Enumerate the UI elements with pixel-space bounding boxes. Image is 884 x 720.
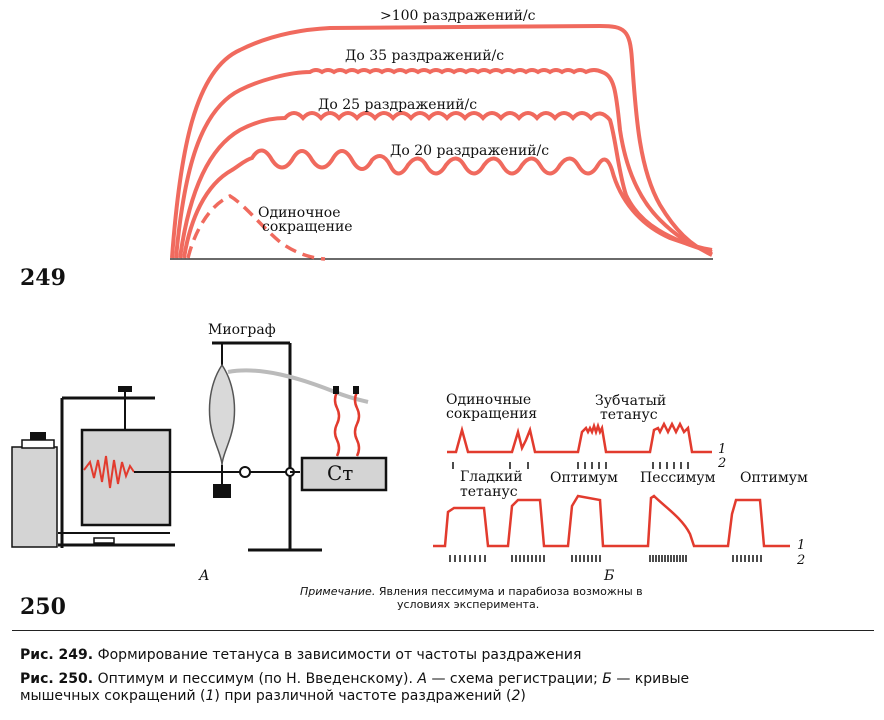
label-pessimum: Пессимум [640, 470, 716, 486]
curve-25hz [178, 111, 713, 259]
label-smooth-tetanus-1: Гладкий [460, 469, 523, 485]
label-35hz: До 35 раздражений/с [345, 48, 505, 64]
caption-250-number: Рис. 250. [20, 671, 94, 687]
kymograph-trace [83, 455, 135, 489]
caption-249-number: Рис. 249. [20, 647, 94, 663]
curve-single-twitch [186, 194, 326, 261]
label-25hz: До 25 раздражений/с [318, 97, 478, 113]
caption-250-line2b: ) при различной частоте раздражений ( [214, 688, 512, 704]
caption-249-text: Формирование тетануса в зависимости от ч… [97, 647, 582, 663]
caption-divider [12, 630, 874, 631]
electrode-clip-2 [353, 386, 359, 394]
electrode-wire-1 [333, 391, 341, 457]
stimuli-bottom [449, 555, 762, 562]
label-serrated-tetanus-2: тетанус [600, 407, 658, 423]
stimulator-label: Ст [327, 461, 354, 485]
myograph-label: Миограф [208, 322, 276, 338]
caption-250-a: А [417, 671, 427, 687]
trace-number-1-top: 1 [718, 442, 727, 457]
caption-250-text-2: — схема регистрации; [431, 671, 598, 687]
label-smooth-tetanus-2: тетанус [460, 484, 518, 500]
label-single-twitch-2: сокращение [262, 219, 353, 235]
panel-b-label: Б [604, 568, 615, 584]
trace-top [447, 421, 712, 454]
note-line-2: условиях эксперимента. [397, 598, 540, 611]
label-serrated-tetanus-1: Зубчатый [595, 393, 667, 409]
note-line-1: Примечание. Явления пессимума и парабиоз… [300, 585, 643, 598]
drum-motor-box [11, 446, 58, 548]
drum-knob [30, 432, 46, 442]
label-single-contractions-1: Одиночные [446, 392, 532, 408]
caption-250-b: Б [602, 671, 612, 687]
caption-250-i2: 2 [511, 688, 521, 704]
trace-number-2-top: 2 [718, 456, 727, 471]
electrode-wire-2 [353, 391, 361, 457]
curve-35hz [174, 68, 713, 259]
caption-250-i1: 1 [205, 688, 215, 704]
base-clamp [93, 537, 115, 544]
stimulator-box [300, 456, 388, 492]
trace-bottom [433, 494, 790, 548]
caption-250-text-1: Оптимум и пессимум (по Н. Введенскому). [97, 671, 413, 687]
caption-250-line-2: мышечных сокращений (1) при различной ча… [20, 688, 526, 704]
label-optimum-2: Оптимум [740, 470, 808, 486]
curve-100hz [170, 23, 713, 259]
caption-250-line2a: мышечных сокращений ( [20, 688, 206, 704]
caption-249: Рис. 249. Формирование тетануса в зависи… [20, 647, 581, 663]
caption-250-text-3: — кривые [616, 671, 690, 687]
weight [213, 484, 231, 498]
fig250-number: 250 [20, 594, 66, 620]
frame-screw-head [118, 386, 132, 392]
label-single-contractions-2: сокращения [446, 406, 538, 422]
label-single-twitch-1: Одиночное [258, 205, 341, 221]
caption-250-line-1: Рис. 250. Оптимум и пессимум (по Н. Введ… [20, 671, 689, 687]
stimuli-top [452, 462, 689, 469]
label-20hz: До 20 раздражений/с [390, 143, 550, 159]
note-text-1: Явления пессимума и парабиоза возможны в [378, 585, 643, 598]
fig249-number: 249 [20, 265, 66, 291]
electrode-clip-1 [333, 386, 339, 394]
trace-number-2-bottom: 2 [797, 553, 806, 568]
lever-pivot [239, 466, 251, 478]
note-label: Примечание. [300, 585, 376, 598]
panel-a-label: А [199, 568, 210, 584]
label-100hz: >100 раздражений/с [380, 8, 536, 24]
electrode-tube [227, 368, 369, 404]
label-optimum-1: Оптимум [550, 470, 618, 486]
caption-250-line2c: ) [520, 688, 526, 704]
drum-cap [21, 439, 55, 449]
curve-20hz [182, 148, 713, 259]
trace-number-1-bottom: 1 [797, 538, 806, 553]
